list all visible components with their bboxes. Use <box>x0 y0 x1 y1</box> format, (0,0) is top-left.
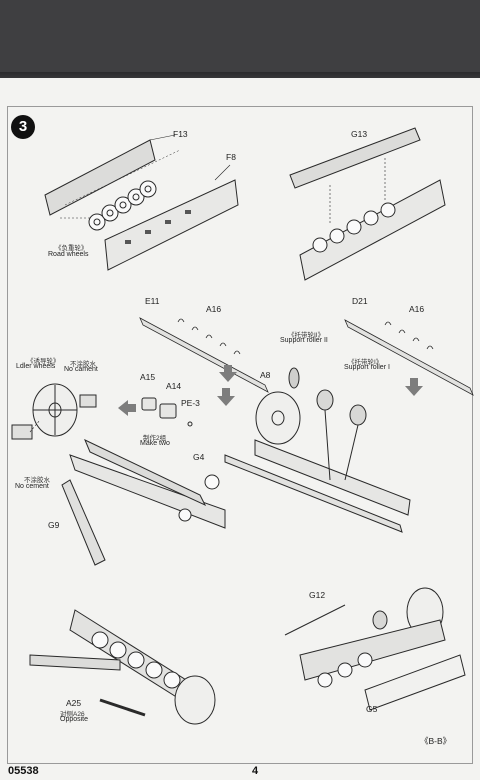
label-pe3: PE-3 <box>181 398 200 408</box>
label-idler-en: Ldler wheels <box>16 363 56 370</box>
hull-assembly-left-diagram <box>61 438 226 566</box>
label-make-two-cn: 制作2组 <box>143 435 167 442</box>
support-roller-assembly-diagram <box>289 127 446 281</box>
hull-assembly-right-diagram <box>224 367 411 533</box>
label-no-cement-top-cn: 不涂胶水 <box>70 361 96 368</box>
label-make-two-en: Make two <box>140 440 170 447</box>
lower-assembly-left-diagram <box>29 609 216 725</box>
assembly-arrows <box>118 365 423 416</box>
label-a16-left: A16 <box>206 304 222 314</box>
idler-wheel-diagram <box>11 383 97 440</box>
label-g12: G12 <box>309 590 326 600</box>
footer-page-number: 4 <box>252 765 259 777</box>
label-a25: A25 <box>66 698 82 708</box>
small-parts-a14-a15-diagram <box>141 397 193 427</box>
sheet-shadow <box>0 72 480 82</box>
label-idler-cn: 《诱导轮》 <box>27 358 60 365</box>
label-a8: A8 <box>260 370 271 380</box>
track-strip-right <box>344 319 474 396</box>
label-support-roller-2-en: Support roller II <box>280 337 328 344</box>
footer-product-code: 05538 <box>8 765 39 777</box>
label-f8: F8 <box>226 152 236 162</box>
label-g4: G4 <box>193 452 205 462</box>
label-no-cement-bottom-en: No cement <box>15 483 49 490</box>
label-a26-cn: 对侧A26 <box>60 711 85 718</box>
label-g5: G5 <box>366 704 378 714</box>
page-frame <box>7 106 473 764</box>
label-support-roller-2-cn: 《托带轮II》 <box>288 332 325 339</box>
label-no-cement-top-en: No cament <box>64 366 98 373</box>
lower-assembly-right-diagram <box>284 587 466 711</box>
label-g9: G9 <box>48 520 60 530</box>
label-g13: G13 <box>351 129 368 139</box>
label-f13: F13 <box>173 129 188 139</box>
label-support-roller-1-en: Support roller I <box>344 364 390 371</box>
label-support-roller-1-cn: 《托带轮I》 <box>348 359 383 366</box>
label-a15: A15 <box>140 372 156 382</box>
road-wheel-assembly-diagram <box>44 134 239 271</box>
label-e11: E11 <box>145 296 160 306</box>
label-view-bb: 《B-B》 <box>420 736 452 746</box>
label-road-wheels-cn: 《负重轮》 <box>55 245 88 252</box>
label-opposite: Opposite <box>60 716 89 723</box>
step-number-badge: 3 <box>11 115 35 139</box>
label-d21: D21 <box>352 296 368 306</box>
label-road-wheels-en: Road wheels <box>48 251 89 258</box>
label-a16-right: A16 <box>409 304 425 314</box>
label-a14: A14 <box>166 381 182 391</box>
track-strip-left <box>139 317 269 393</box>
label-no-cement-bottom-cn: 不涂胶水 <box>24 477 50 484</box>
